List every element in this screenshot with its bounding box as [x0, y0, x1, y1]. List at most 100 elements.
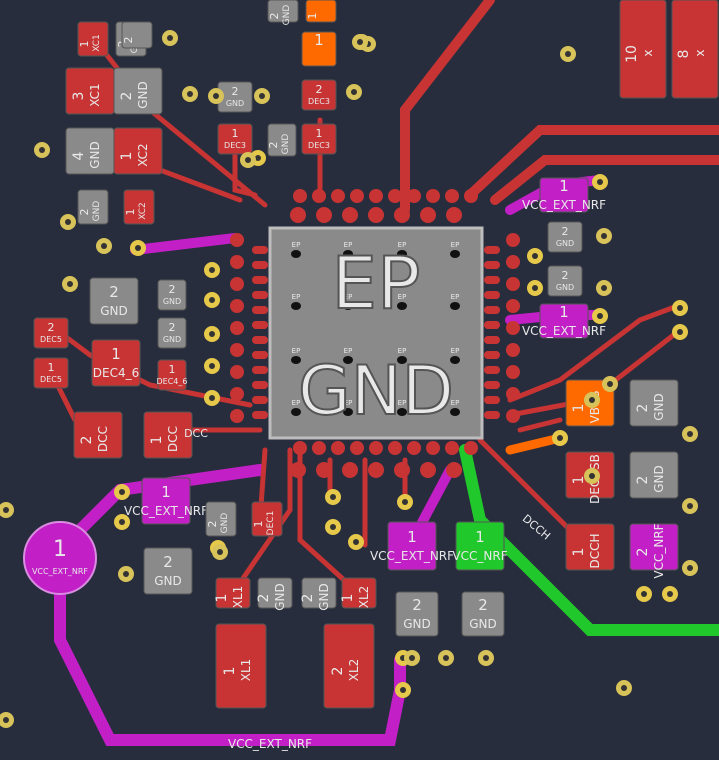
dec1-pad1-num: 1 — [252, 521, 265, 528]
xl2-gnd-small-num: 2 — [300, 594, 316, 603]
chip-pin-left-row2 — [230, 321, 244, 335]
ep-via — [291, 250, 301, 258]
chip-pin-left-row2 — [230, 255, 244, 269]
chip-pin-left — [252, 351, 268, 359]
chip-pin-left-row2 — [230, 365, 244, 379]
dec5-pad2-label: DEC5 — [40, 335, 62, 344]
top-orange-pad[interactable]: 1 — [305, 0, 337, 23]
ep-via — [291, 408, 301, 416]
xl2-small-pad-label: XL2 — [357, 586, 371, 609]
dec4-gnd-small-label: GND — [163, 335, 181, 344]
vbus-gnd-pad-label: GND — [652, 393, 666, 421]
top-orange-pad2[interactable]: 1 — [301, 31, 337, 67]
gnd-pad-b-num: 2 — [478, 596, 488, 614]
ep-small-label: EP — [451, 399, 460, 407]
ep-small-label: EP — [344, 399, 353, 407]
ep-small-label: EP — [292, 241, 301, 249]
vcc-ext-gnd-pad-label: GND — [154, 574, 182, 588]
via-hole — [353, 539, 359, 545]
ground-via-hole — [123, 571, 129, 577]
ground-via-hole — [565, 51, 571, 57]
chip-pin-right — [484, 276, 500, 284]
chip-pin-bottom-row2 — [290, 462, 306, 478]
ground-via-hole — [213, 93, 219, 99]
connector-pin8-label: x — [693, 49, 707, 56]
xl2-small-pad-num: 1 — [340, 594, 356, 603]
chip-pin-bottom — [331, 441, 345, 455]
via-hole — [209, 395, 215, 401]
xc1-gnd-top[interactable]: 2 — [121, 21, 153, 49]
chip-pin-top — [388, 189, 402, 203]
ep-via — [343, 250, 353, 258]
ground-via-hole — [217, 549, 223, 555]
chip-pin-right — [484, 321, 500, 329]
vcc-ext-nrf-trace-label: VCC_EXT_NRF — [228, 737, 312, 751]
exposed-pad[interactable] — [268, 226, 484, 440]
vcc-nrf-pad-label: VCC_NRF — [452, 549, 507, 563]
ep-via — [450, 356, 460, 364]
ep-small-label: EP — [344, 347, 353, 355]
chip-pin-left — [252, 306, 268, 314]
dec4-gnd-pad-label: GND — [100, 304, 128, 318]
chip-pin-left — [252, 291, 268, 299]
via-hole — [597, 179, 603, 185]
dec3-pad1-num: 1 — [232, 127, 239, 140]
right-gnd-pad1-num: 2 — [562, 225, 569, 238]
via-hole — [557, 435, 563, 441]
chip-pin-right-row2 — [506, 255, 520, 269]
top-orange-pad-num: 1 — [306, 13, 319, 20]
chip-pin-left-row2 — [230, 233, 244, 247]
chip-pins — [230, 189, 520, 478]
chip-pin-right — [484, 351, 500, 359]
ground-via-hole — [621, 685, 627, 691]
